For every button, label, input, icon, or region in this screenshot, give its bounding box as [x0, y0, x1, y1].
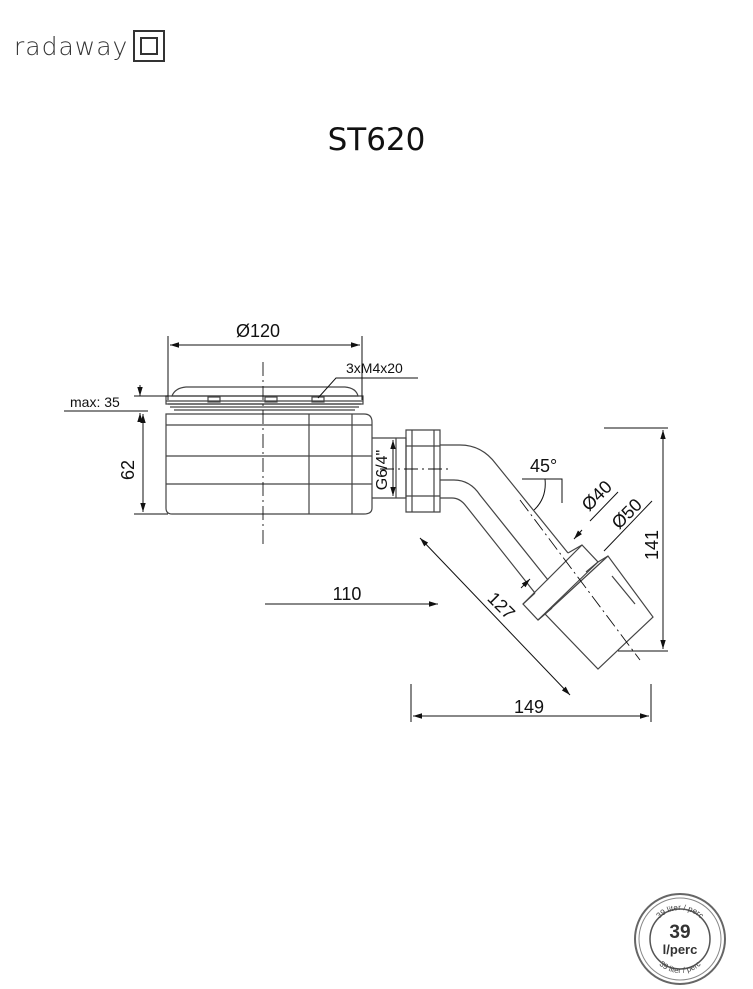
dim-h141: 141: [642, 530, 662, 560]
dim-w149: 149: [514, 697, 544, 717]
dim-h62: 62: [118, 460, 138, 480]
dim-max35: max: 35: [70, 394, 120, 410]
brand-mark-icon: [133, 30, 166, 62]
dim-d40: Ø40: [578, 477, 616, 515]
dim-thread: G6/4": [374, 450, 391, 490]
dim-d50: Ø50: [608, 495, 646, 533]
page-title: ST620: [327, 122, 426, 158]
flow-rate-badge: 39 liter / perc 39 liter / perc 39 l/per…: [634, 893, 726, 985]
dim-l127: 127: [484, 588, 519, 623]
brand-logo: radaway: [14, 30, 166, 62]
dim-l110: 110: [333, 584, 362, 604]
dim-d120: Ø120: [236, 321, 280, 341]
dim-screws: 3xM4x20: [346, 360, 403, 376]
trap-body: [165, 386, 654, 670]
dimension-lines: [64, 336, 668, 722]
badge-unit: l/perc: [663, 942, 698, 957]
brand-name: radaway: [14, 31, 129, 61]
badge-ring-bottom: 39 liter / perc: [658, 959, 703, 975]
dim-angle: 45°: [530, 456, 557, 476]
dimension-labels: Ø120 3xM4x20 max: 35 62 G6/4" 45° Ø40 Ø5…: [70, 321, 662, 717]
badge-value: 39: [669, 922, 690, 943]
